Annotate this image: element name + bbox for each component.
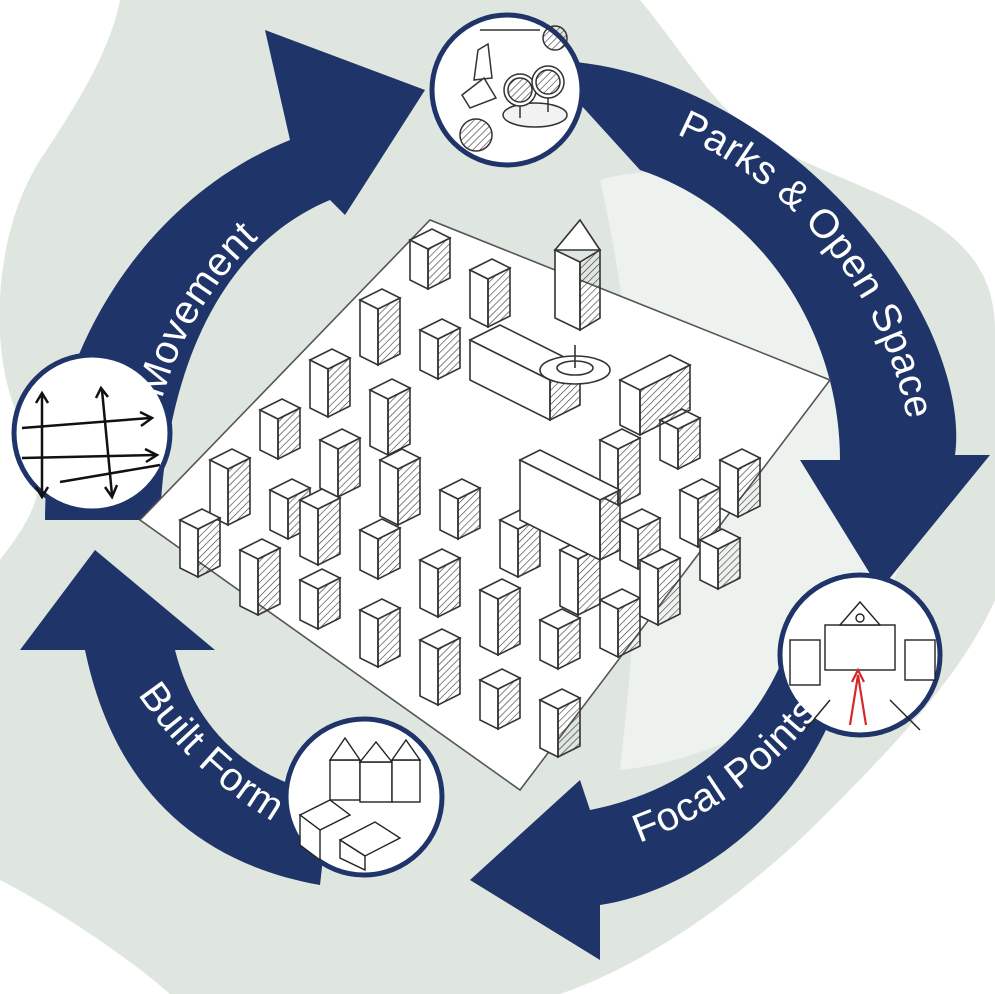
city-building bbox=[238, 538, 282, 617]
city-building bbox=[258, 398, 302, 461]
city-building bbox=[468, 258, 512, 329]
city-building bbox=[418, 318, 462, 381]
street-grid-arrows-icon bbox=[21, 385, 161, 500]
city-building bbox=[618, 508, 662, 571]
trees-park-icon bbox=[459, 25, 568, 152]
city-building bbox=[318, 428, 362, 499]
city-building bbox=[358, 518, 402, 581]
city-building bbox=[698, 528, 742, 591]
city-building bbox=[418, 548, 462, 619]
arrow-parks bbox=[540, 60, 990, 590]
city-building bbox=[298, 568, 342, 631]
city-building bbox=[518, 449, 622, 562]
badge-parks bbox=[429, 12, 585, 168]
city-building bbox=[618, 354, 692, 437]
badge-focal bbox=[777, 572, 943, 738]
city-building bbox=[598, 588, 642, 659]
city-building bbox=[658, 408, 702, 471]
city-building bbox=[408, 228, 452, 291]
city-buildings bbox=[178, 228, 762, 759]
city-tower bbox=[553, 218, 602, 332]
city-building bbox=[718, 448, 762, 519]
fountain-plaza bbox=[539, 345, 611, 385]
city-building bbox=[478, 668, 522, 731]
city-building bbox=[638, 548, 682, 627]
town-hall-street-icon bbox=[789, 600, 936, 731]
city-building bbox=[298, 488, 342, 567]
city-building bbox=[178, 508, 222, 579]
arrow-builtform bbox=[20, 550, 330, 885]
city-building bbox=[208, 448, 252, 527]
city-sketch bbox=[138, 218, 832, 792]
city-building bbox=[358, 598, 402, 669]
city-building bbox=[438, 478, 482, 541]
city-building bbox=[538, 688, 582, 759]
city-building bbox=[538, 608, 582, 671]
city-building bbox=[368, 378, 412, 457]
city-building bbox=[478, 578, 522, 657]
arrow-focal bbox=[470, 640, 850, 960]
badge-movement bbox=[11, 352, 173, 514]
city-building bbox=[308, 348, 352, 419]
badge-builtform bbox=[283, 716, 445, 878]
city-building bbox=[378, 448, 422, 527]
city-building bbox=[358, 288, 402, 367]
row-houses-icon bbox=[298, 736, 422, 872]
city-building bbox=[418, 628, 462, 707]
